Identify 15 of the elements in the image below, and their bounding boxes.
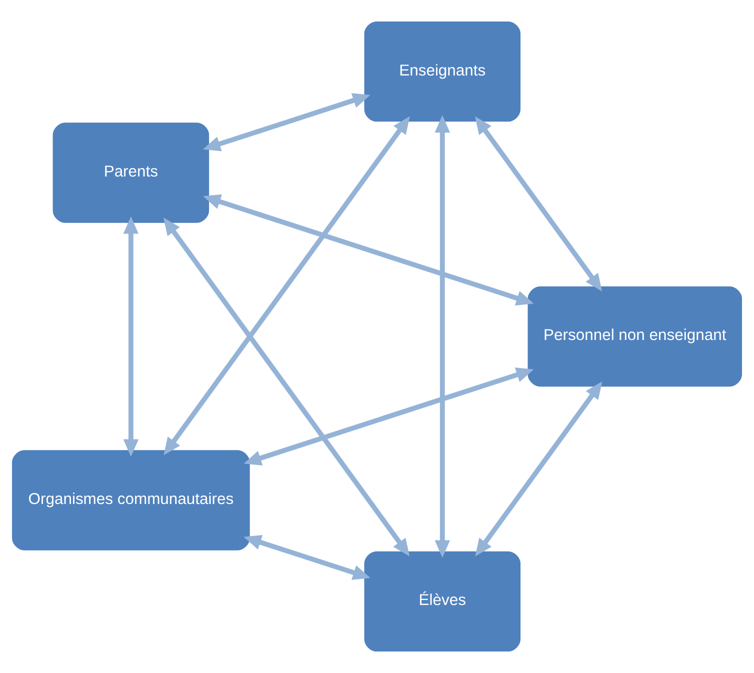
node-box: Personnel non enseignant: [528, 286, 742, 387]
node-box: Enseignants: [364, 21, 521, 122]
node-box: Organismes communautaires: [12, 450, 250, 550]
arrow: [123, 216, 139, 457]
arrow: [203, 194, 534, 306]
arrow: [244, 367, 534, 466]
node-box: Parents: [52, 122, 210, 223]
arrow: [244, 535, 370, 580]
arrow: [434, 115, 450, 558]
arrow: [164, 116, 410, 456]
arrow: [475, 381, 602, 556]
arrow: [163, 217, 410, 556]
node-box: Élèves: [364, 551, 521, 652]
arrow: [474, 116, 602, 292]
arrow: [202, 93, 370, 152]
